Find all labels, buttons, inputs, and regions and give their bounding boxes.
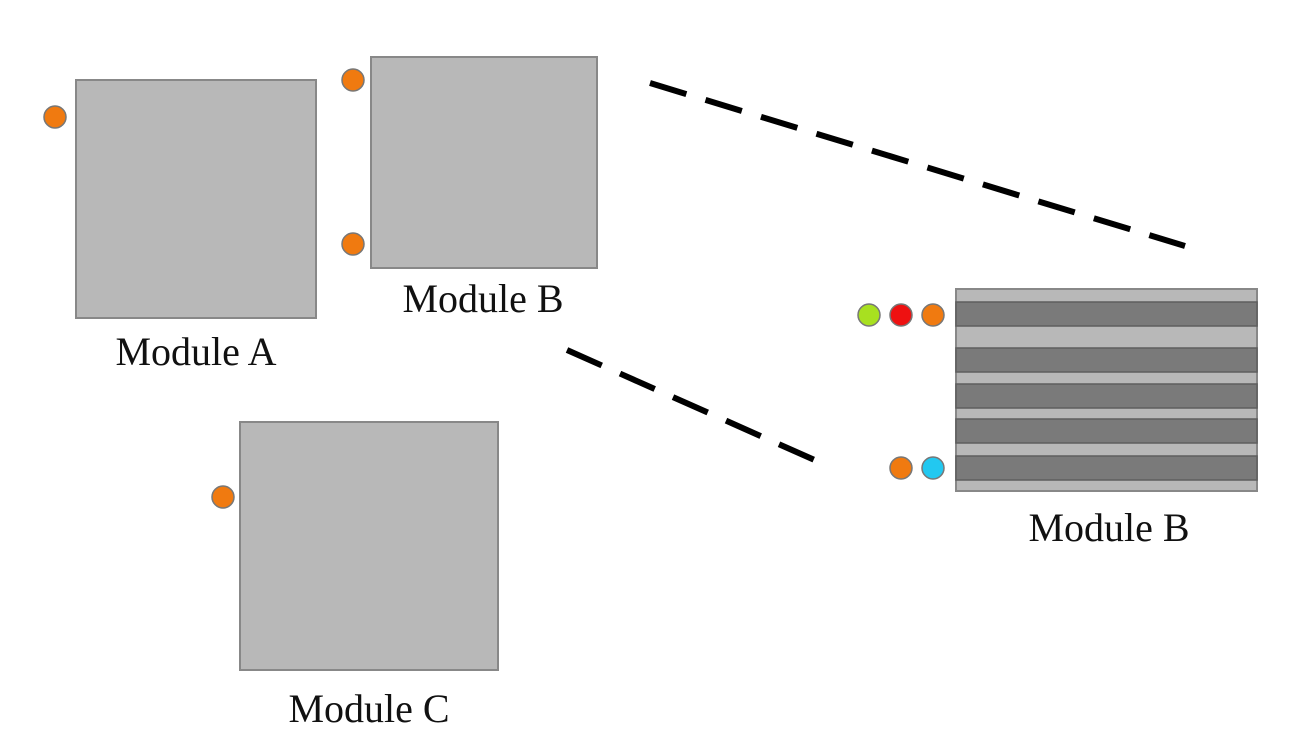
module-c-label: Module C xyxy=(288,686,449,731)
module-a-port[interactable] xyxy=(43,105,67,129)
module-b[interactable]: Module B xyxy=(341,56,598,321)
module-a[interactable]: Module A xyxy=(43,79,317,374)
zoom-connector-bottom xyxy=(565,347,830,469)
module-b-port-top[interactable] xyxy=(341,68,365,92)
module-b-box[interactable] xyxy=(370,56,598,269)
module-b-detail-port-orange-bottom[interactable] xyxy=(889,456,913,480)
module-b-detail-stripes xyxy=(955,301,1258,481)
module-b-detail-port-green[interactable] xyxy=(857,303,881,327)
module-b-detail-stripe xyxy=(955,418,1258,444)
module-b-detail-stripe xyxy=(955,347,1258,373)
zoom-connector-top xyxy=(649,80,1186,249)
module-b-detail-stripe xyxy=(955,383,1258,409)
module-b-detail-label: Module B xyxy=(1028,505,1189,550)
module-c-box[interactable] xyxy=(239,421,499,671)
module-c[interactable]: Module C xyxy=(211,421,499,731)
module-b-detail[interactable]: Module B xyxy=(857,288,1258,550)
module-b-port-bottom[interactable] xyxy=(341,232,365,256)
module-b-detail-port-red[interactable] xyxy=(889,303,913,327)
module-b-detail-port-cyan[interactable] xyxy=(921,456,945,480)
module-a-label: Module A xyxy=(115,329,276,374)
module-b-detail-stripe xyxy=(955,301,1258,327)
module-b-label: Module B xyxy=(402,276,563,321)
module-b-detail-stripe xyxy=(955,455,1258,481)
module-b-detail-port-orange-top[interactable] xyxy=(921,303,945,327)
module-a-box[interactable] xyxy=(75,79,317,319)
module-c-port[interactable] xyxy=(211,485,235,509)
